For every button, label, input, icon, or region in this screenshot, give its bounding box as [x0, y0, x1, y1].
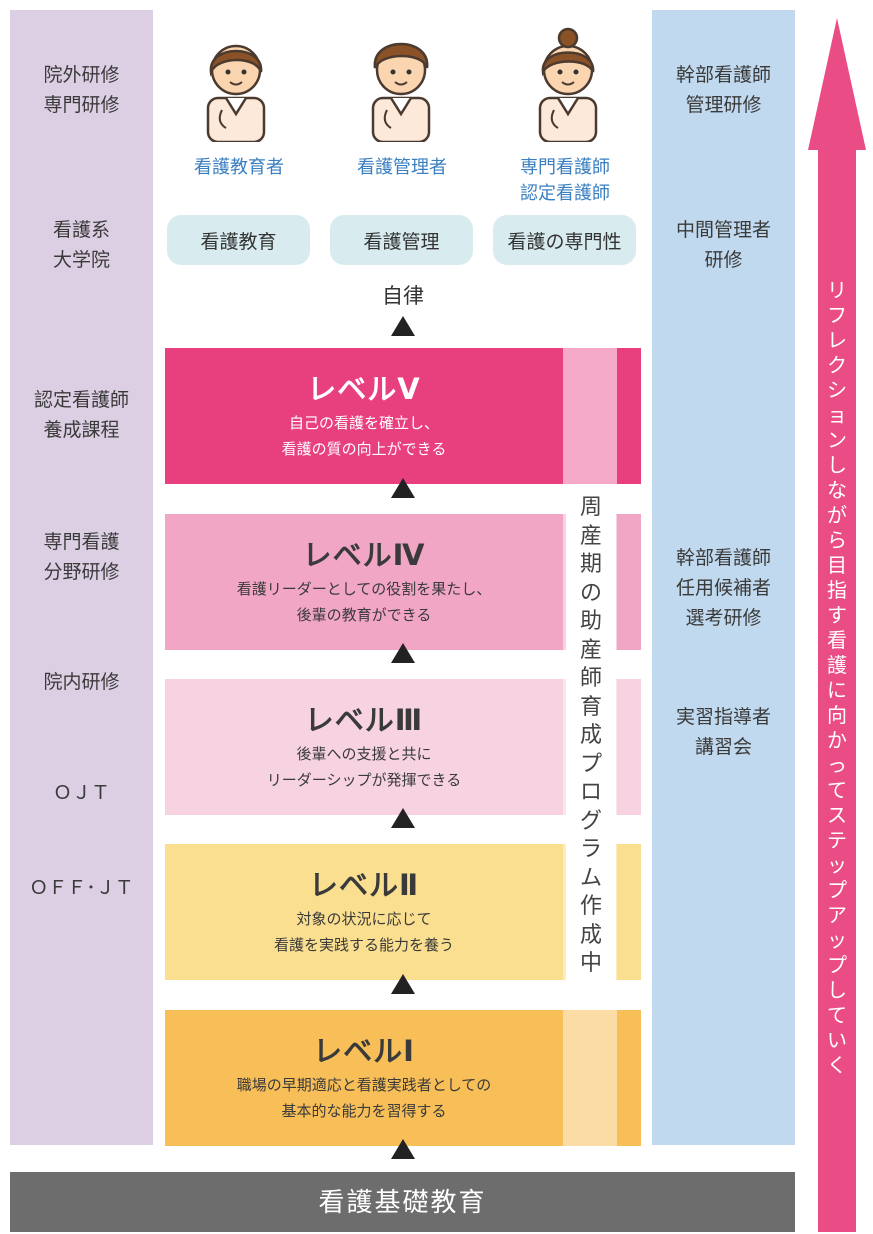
up-arrow-triangle	[391, 974, 415, 994]
left-item-external-training: 院外研修 専門研修	[43, 64, 120, 116]
level-4-description: 看護リーダーとしての役割を果たし、 後輩の教育ができる	[236, 580, 492, 624]
level-2-block: レベルⅡ 対象の状況に応じて 看護を実践する能力を養う	[165, 844, 641, 980]
right-item-middle-management: 中間管理者 研修	[675, 219, 771, 271]
right-column-panel	[652, 10, 795, 1145]
midwife-program-vertical-text: 周産期の助産師育成プログラム作成中	[566, 490, 616, 983]
pill-nursing-education: 看護教育	[167, 215, 310, 265]
level-3-title: レベルⅢ	[304, 703, 424, 737]
reflection-vertical-text: リフレクションしながら目指す看護に向かってステップアップしていく	[827, 278, 847, 1077]
role-label-nurse-manager: 看護管理者	[357, 157, 447, 178]
level-3-description: 後輩への支援と共に リーダーシップが発揮できる	[266, 745, 462, 789]
level-2-description: 対象の状況に応じて 看護を実践する能力を養う	[273, 910, 454, 954]
left-item-off-jt: ＯＦＦ･ＪＴ	[29, 877, 134, 899]
left-item-graduate-school: 看護系 大学院	[52, 219, 110, 271]
level-5-title: レベルⅤ	[307, 372, 421, 406]
step-up-arrow-shaft	[818, 148, 856, 1232]
left-item-in-hospital-training: 院内研修	[43, 671, 120, 693]
role-label-specialist-nurse: 専門看護師 認定看護師	[520, 157, 610, 204]
level-5-description: 自己の看護を確立し、 看護の質の向上ができる	[281, 414, 447, 458]
level-1-title: レベルⅠ	[313, 1034, 415, 1068]
left-item-ojt: ＯＪＴ	[52, 782, 110, 804]
step-up-arrow-head	[808, 18, 866, 150]
left-column-panel	[10, 10, 153, 1145]
nurse-educator-icon	[206, 44, 266, 142]
up-arrow-triangle	[391, 316, 415, 336]
pill-nursing-management: 看護管理	[330, 215, 473, 265]
pill-nursing-expertise: 看護の専門性	[493, 215, 636, 265]
basic-nursing-education-bar: 看護基礎教育	[10, 1172, 795, 1232]
level-3-block: レベルⅢ 後輩への支援と共に リーダーシップが発揮できる	[165, 679, 641, 815]
right-item-practicum-instructor: 実習指導者 講習会	[675, 706, 771, 758]
up-arrow-triangle	[391, 1139, 415, 1159]
left-item-certified-nurse-course: 認定看護師 養成課程	[33, 389, 129, 441]
level-1-block: レベルⅠ 職場の早期適応と看護実践者としての 基本的な能力を習得する	[165, 1010, 641, 1146]
right-item-executive-management: 幹部看護師 管理研修	[675, 64, 771, 116]
up-arrow-triangle	[391, 478, 415, 498]
level-2-title: レベルⅡ	[308, 868, 420, 902]
role-label-nurse-educator: 看護教育者	[194, 157, 284, 178]
nurse-manager-icon	[371, 42, 431, 142]
right-item-executive-candidate: 幹部看護師 任用候補者 選考研修	[675, 547, 771, 629]
up-arrow-triangle	[391, 643, 415, 663]
level-5-block: レベルⅤ 自己の看護を確立し、 看護の質の向上ができる	[165, 348, 641, 484]
autonomy-label: 自律	[382, 284, 424, 308]
up-arrow-triangle	[391, 808, 415, 828]
level-1-description: 職場の早期適応と看護実践者としての 基本的な能力を習得する	[236, 1076, 492, 1120]
left-item-specialty-training: 専門看護 分野研修	[43, 531, 120, 583]
level-4-title: レベルⅣ	[302, 538, 426, 572]
specialist-nurse-icon	[538, 27, 598, 142]
